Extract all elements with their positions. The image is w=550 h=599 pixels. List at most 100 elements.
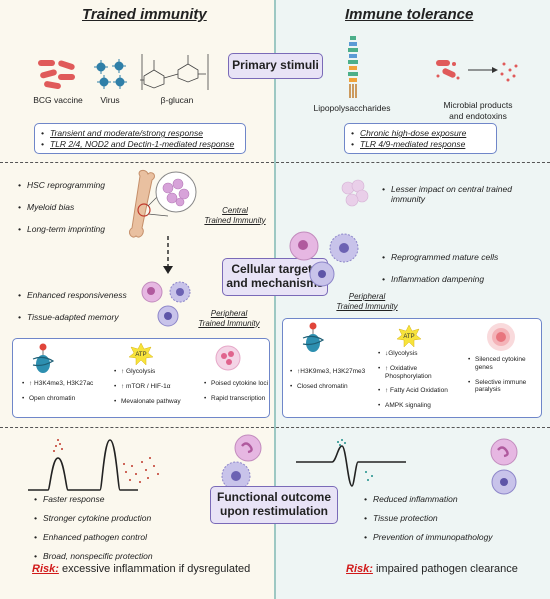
section-separator-2: [0, 427, 550, 428]
left-target-item: Tissue-adapted memory: [18, 312, 143, 322]
down-arrow-icon: [163, 236, 173, 274]
left-epigenetic-item: Open chromatin: [22, 395, 102, 403]
cellular-targets-box: Cellular targets and mechanisms: [222, 258, 328, 296]
beta-glucan-label: β-glucan: [160, 95, 194, 105]
right-outcome-item: Prevention of immunopathology: [364, 532, 534, 542]
right-response-curve-icon: [296, 439, 406, 487]
left-response-2: TLR 2/4, NOD2 and Dectin-1-mediated resp…: [41, 139, 239, 149]
right-risk-text: Risk: impaired pathogen clearance: [346, 563, 518, 575]
right-epigenetic-item: Closed chromatin: [290, 383, 375, 391]
cellular-line2: and mechanisms: [226, 276, 324, 290]
right-outcome-item: Reduced inflammation: [364, 494, 534, 504]
microbial-line1: Microbial products: [443, 100, 513, 110]
right-targets-top-list: Lesser impact on central trained immunit…: [382, 184, 542, 216]
right-column-title: Immune tolerance: [345, 6, 474, 23]
left-central-line2: Trained Immunity: [204, 215, 266, 225]
right-peripheral-line1: Peripheral: [348, 292, 386, 301]
left-target-item: Myeloid bias: [18, 202, 138, 212]
left-transcription-item: Poised cytokine loci: [204, 380, 272, 388]
microbial-products-label: Microbial products and endotoxins: [428, 100, 528, 121]
left-outcome-item: Broad, nonspecific protection: [34, 551, 234, 561]
right-outcome-item: Tissue protection: [364, 513, 534, 523]
bone-marrow-icon: [129, 169, 197, 238]
microbial-line2: and endotoxins: [449, 110, 507, 121]
left-nucleosome-icon: [32, 343, 55, 373]
left-metabolic-item: Mevalonate pathway: [114, 398, 200, 406]
right-risk-body: impaired pathogen clearance: [372, 563, 518, 575]
left-outcome-item: Faster response: [34, 494, 234, 504]
vertical-divider: [274, 0, 276, 599]
left-metabolic-item: ↑ mTOR / HIF-1α: [114, 383, 200, 391]
right-atp-icon: ATP: [396, 324, 422, 348]
right-peripheral-label: Peripheral Trained Immunity: [322, 292, 412, 311]
right-transcription-item: Silenced cytokine genes: [468, 356, 540, 372]
left-atp-text: ATP: [135, 352, 146, 358]
right-targets-mid-list: Reprogrammed mature cells Inflammation d…: [382, 252, 542, 296]
right-metabolic-item: ↑ Fatty Acid Oxidation: [378, 387, 464, 395]
left-peripheral-line2: Trained Immunity: [198, 318, 260, 328]
right-metabolic-list: ↓Glycolysis ↑ Oxidative Phosphorylation …: [378, 350, 464, 417]
right-risk-label: Risk:: [346, 563, 373, 575]
functional-line2: upon restimulation: [220, 504, 328, 518]
left-transcription-item: Rapid transcription: [204, 395, 272, 403]
functional-outcome-box: Functional outcome upon restimulation: [210, 486, 338, 524]
left-risk-body: excessive inflammation if dysregulated: [58, 563, 251, 575]
right-atp-text: ATP: [403, 334, 414, 340]
right-target-item: Lesser impact on central trained immunit…: [382, 184, 542, 204]
left-response-box: Transient and moderate/strong response T…: [34, 123, 246, 154]
right-response-1: Chronic high-dose exposure: [351, 128, 490, 138]
right-metabolic-item: AMPK signaling: [378, 402, 464, 410]
left-outcome-item: Stronger cytokine production: [34, 513, 234, 523]
virus-icon: [94, 59, 127, 89]
right-transcription-list: Silenced cytokine genes Selective immune…: [468, 356, 540, 401]
beta-glucan-structure-icon: [140, 54, 209, 90]
left-target-item: HSC reprogramming: [18, 180, 138, 190]
lipopolysaccharide-icon: [348, 36, 358, 98]
left-target-item: Enhanced responsiveness: [18, 290, 143, 300]
left-response-1: Transient and moderate/strong response: [41, 128, 239, 138]
left-central-line1: Central: [222, 206, 248, 215]
right-metabolic-item: ↓Glycolysis: [378, 350, 464, 358]
lps-label: Lipopolysaccharides: [313, 103, 391, 113]
left-outcome-cells-icon: [221, 434, 262, 491]
primary-stimuli-label: Primary stimuli: [232, 58, 319, 73]
left-poised-cell-icon: [215, 345, 241, 371]
right-epigenetic-item: ↑H3K9me3, H3K27me3: [290, 368, 375, 376]
bcg-bacteria-icon: [38, 60, 75, 90]
primary-stimuli-box: Primary stimuli: [228, 53, 323, 79]
right-transcription-item: Selective immune paralysis: [468, 379, 540, 395]
left-central-label: Central Trained Immunity: [200, 206, 270, 225]
left-risk-text: Risk: excessive inflammation if dysregul…: [32, 563, 250, 575]
microbial-products-icon: [436, 60, 518, 82]
bcg-vaccine-label: BCG vaccine: [33, 95, 83, 105]
left-column-title: Trained immunity: [82, 6, 207, 23]
right-response-box: Chronic high-dose exposure TLR 4/9-media…: [344, 123, 497, 154]
right-outcome-cells-icon: [490, 438, 518, 495]
right-metabolic-item: ↑ Oxidative Phosphorylation: [378, 365, 464, 381]
left-peripheral-label: Peripheral Trained Immunity: [184, 309, 274, 328]
section-separator-1: [0, 162, 550, 163]
left-outcome-item: Enhanced pathogen control: [34, 532, 234, 542]
left-outcome-list: Faster response Stronger cytokine produc…: [34, 494, 234, 570]
left-metabolic-item: ↑ Glycolysis: [114, 368, 200, 376]
left-risk-label: Risk:: [32, 563, 59, 575]
left-targets-top-list: HSC reprogramming Myeloid bias Long-term…: [18, 180, 138, 246]
right-target-item: Reprogrammed mature cells: [382, 252, 542, 262]
left-epigenetic-item: ↑ H3K4me3, H3K27ac: [22, 380, 102, 388]
functional-line1: Functional outcome: [217, 490, 331, 505]
right-peripheral-line2: Trained Immunity: [336, 301, 398, 311]
right-silenced-cell-icon: [487, 323, 515, 351]
left-epigenetic-list: ↑ H3K4me3, H3K27ac Open chromatin: [22, 380, 102, 410]
cellular-line1: Cellular targets: [231, 262, 319, 277]
left-target-item: Long-term imprinting: [18, 224, 138, 234]
right-mature-cells-icon: [289, 231, 359, 287]
left-peripheral-line1: Peripheral: [210, 309, 248, 318]
right-epigenetic-list: ↑H3K9me3, H3K27me3 Closed chromatin: [290, 368, 375, 398]
left-atp-icon: ATP: [128, 342, 154, 366]
right-nucleosome-icon: [302, 322, 325, 352]
right-response-2: TLR 4/9-mediated response: [351, 139, 490, 149]
right-target-item: Inflammation dampening: [382, 274, 542, 284]
virus-label: Virus: [100, 95, 120, 105]
right-outcome-list: Reduced inflammation Tissue protection P…: [364, 494, 534, 551]
